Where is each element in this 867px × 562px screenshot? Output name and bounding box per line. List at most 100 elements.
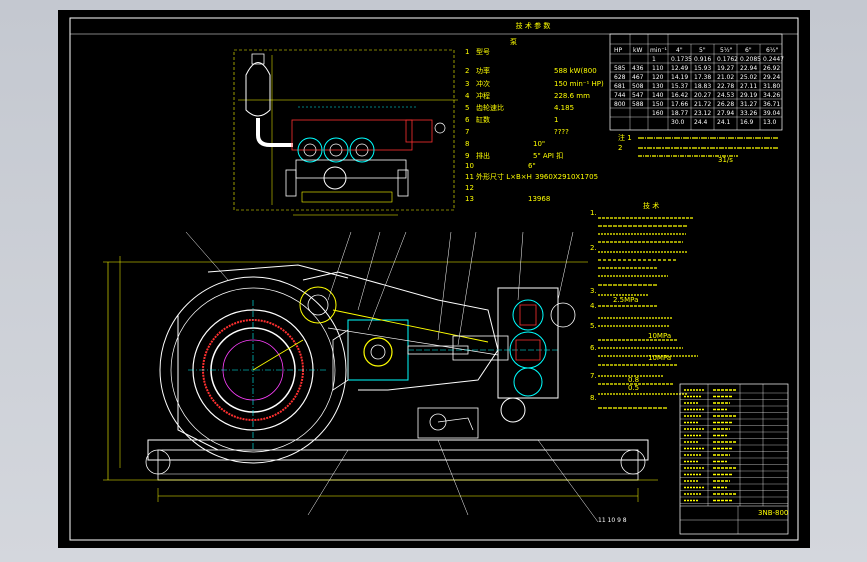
param-row-5: 5 齿轮速比 4.185 (465, 103, 574, 112)
drawing-sheet[interactable]: 技 术 参 数 泵 (58, 10, 810, 548)
perf-cell: 23.12 (694, 110, 711, 117)
perf-cell: 628 (614, 74, 626, 81)
perf-cell: 29.19 (740, 92, 757, 99)
perf-cell: 25.02 (740, 74, 757, 81)
perf-cell: 18.77 (671, 110, 688, 117)
perf-cell: 547 (632, 92, 644, 99)
param-row-7: 7 ???? (465, 128, 569, 136)
svg-text:11 10 9 8: 11 10 9 8 (598, 517, 627, 524)
svg-text:10MPa: 10MPa (648, 332, 671, 340)
perf-cell: 16.42 (671, 92, 688, 99)
svg-text:????: ???? (554, 128, 569, 136)
svg-text:4.: 4. (590, 302, 597, 310)
perf-cell: 30.0 (671, 119, 685, 126)
perf-cell: 744 (614, 92, 626, 99)
svg-text:型号: 型号 (476, 47, 490, 56)
svg-text:3.: 3. (590, 287, 597, 295)
svg-text:9: 9 (465, 152, 469, 160)
perf-header-row: HP kW min⁻¹ 4" 5" 5½" 6" 6½" (614, 47, 779, 54)
svg-text:6.: 6. (590, 344, 597, 352)
svg-text:排出: 排出 (476, 151, 490, 160)
perf-cell: 681 (614, 83, 626, 90)
svg-text:功率: 功率 (476, 66, 490, 75)
svg-text:6½": 6½" (766, 47, 779, 54)
param-row-1: 1 型号 (465, 47, 490, 56)
perf-cell: 120 (652, 74, 664, 81)
svg-text:13968: 13968 (528, 195, 550, 203)
svg-text:冲次: 冲次 (476, 79, 490, 88)
svg-text:588 kW(800: 588 kW(800 (554, 67, 597, 75)
svg-text:2.5MPa: 2.5MPa (613, 296, 638, 304)
svg-text:5" API 扣: 5" API 扣 (533, 151, 563, 160)
title-block-code: 3NB-800 (758, 509, 788, 517)
perf-cell: 110 (652, 65, 664, 72)
drawing-border (69, 17, 799, 541)
svg-text:8: 8 (465, 140, 469, 148)
svg-text:228.6 mm: 228.6 mm (554, 92, 590, 100)
param-row-4: 4 冲程 228.6 mm (465, 91, 590, 100)
svg-text:0.8: 0.8 (628, 376, 639, 384)
perf-cell: 0.2447 (763, 56, 784, 63)
param-row-3: 3 冲次 150 min⁻¹ HP) (465, 79, 604, 88)
perf-cell: 24.53 (717, 92, 734, 99)
svg-text:5½": 5½" (720, 47, 733, 54)
svg-text:6: 6 (465, 116, 470, 124)
perf-cell: 467 (632, 74, 644, 81)
perf-cell: 0.1735 (671, 56, 692, 63)
tech-requirements: 技 术 (590, 201, 698, 409)
svg-text:5": 5" (699, 47, 706, 54)
svg-text:泵: 泵 (510, 38, 517, 46)
perf-cell: 29.24 (763, 74, 780, 81)
svg-text:kW: kW (633, 47, 642, 54)
svg-text:6": 6" (528, 162, 536, 170)
drawing-canvas: 技 术 参 数 泵 (69, 17, 799, 541)
perf-cell: 24.1 (717, 119, 731, 126)
svg-text:冲程: 冲程 (476, 91, 490, 100)
param-row-9: 9 排出 5" API 扣 (465, 151, 563, 160)
svg-text:4.185: 4.185 (554, 104, 574, 112)
perf-cell: 26.28 (717, 101, 734, 108)
perf-cell: 0.916 (694, 56, 711, 63)
perf-cell: 34.26 (763, 92, 780, 99)
param-row-10: 10 6" (465, 162, 536, 170)
svg-text:7: 7 (465, 128, 469, 136)
perf-cell: 26.92 (763, 65, 780, 72)
svg-text:150 min⁻¹ HP): 150 min⁻¹ HP) (554, 80, 604, 88)
svg-text:2: 2 (465, 67, 469, 75)
svg-text:3960X2910X1705: 3960X2910X1705 (535, 173, 598, 181)
svg-text:10: 10 (465, 162, 474, 170)
param-row-8: 8 10" (465, 140, 545, 148)
perf-cell: 0.1762 (717, 56, 738, 63)
top-view (233, 49, 458, 216)
perf-cell: 13.0 (763, 119, 777, 126)
perf-cell: 800 (614, 101, 626, 108)
perf-cell: 17.38 (694, 74, 711, 81)
svg-text:7.: 7. (590, 372, 597, 380)
svg-text:10": 10" (533, 140, 545, 148)
svg-text:min⁻¹: min⁻¹ (650, 47, 667, 54)
svg-text:注 1: 注 1 (618, 133, 632, 142)
param-list: 泵 1 型号 2 功率 588 kW(800 3 冲次 150 min⁻¹ HP… (465, 38, 604, 203)
svg-text:8.: 8. (590, 394, 597, 402)
perf-cell: 508 (632, 83, 644, 90)
param-row-11: 11 外形尺寸 L×B×H 3960X2910X1705 (465, 172, 598, 181)
perf-cell: 24.4 (694, 119, 708, 126)
perf-cell: 436 (632, 65, 644, 72)
perf-cell: 12.49 (671, 65, 688, 72)
perf-cell: 21.72 (694, 101, 711, 108)
main-section-view: 11 10 9 8 (103, 231, 658, 524)
perf-cell: 15.93 (694, 65, 711, 72)
svg-text:5.: 5. (590, 322, 597, 330)
perf-cell: 39.04 (763, 110, 780, 117)
svg-text:1.: 1. (590, 209, 597, 217)
param-row-13: 13 13968 (465, 195, 550, 203)
perf-cell: 31.27 (740, 101, 757, 108)
